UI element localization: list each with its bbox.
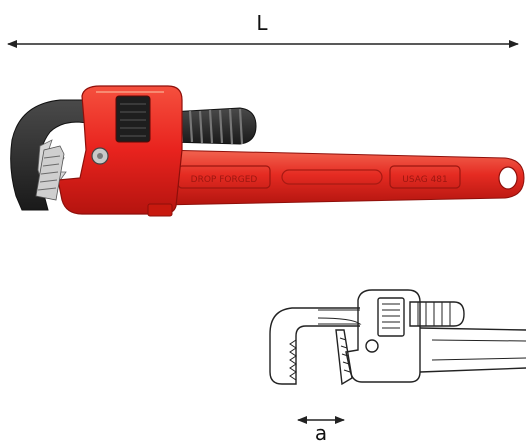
- outline-pivot-screw: [365, 339, 379, 353]
- length-dimension: L: [7, 11, 519, 48]
- outline-handle: [419, 327, 526, 373]
- outline-housing: [345, 289, 421, 383]
- housing-window: [115, 95, 151, 143]
- heel-jaw-teeth: [35, 145, 65, 201]
- handle-emboss-groove: [281, 169, 383, 185]
- wrench-housing: [57, 85, 183, 215]
- outline-heel-teeth: [339, 337, 351, 373]
- adjusting-nut: [169, 107, 257, 145]
- handle-emboss-text-left: DROP FORGED: [191, 175, 258, 185]
- outline-housing-window: [377, 297, 405, 337]
- length-label: L: [256, 11, 268, 35]
- jaw-opening-label: a: [315, 421, 327, 443]
- handle-emboss-text-right: USAG 481: [402, 175, 447, 185]
- jaw-opening-dimension: a: [297, 416, 345, 443]
- outline-hook-shank: [317, 309, 362, 325]
- outline-hook-jaw: [269, 307, 360, 385]
- housing-lower-tab: [147, 203, 173, 217]
- outline-heel-jaw: [335, 329, 353, 386]
- outline-pipe-wrench: [269, 289, 526, 386]
- hook-jaw: [10, 99, 99, 211]
- outline-hook-teeth: [289, 339, 297, 381]
- wrench-handle: [159, 149, 525, 206]
- handle-emboss-panel-right: [389, 165, 461, 189]
- handle-hang-hole: [498, 166, 518, 190]
- outline-adjusting-nut: [409, 301, 465, 327]
- red-pipe-wrench: DROP FORGED USAG 481: [10, 85, 525, 217]
